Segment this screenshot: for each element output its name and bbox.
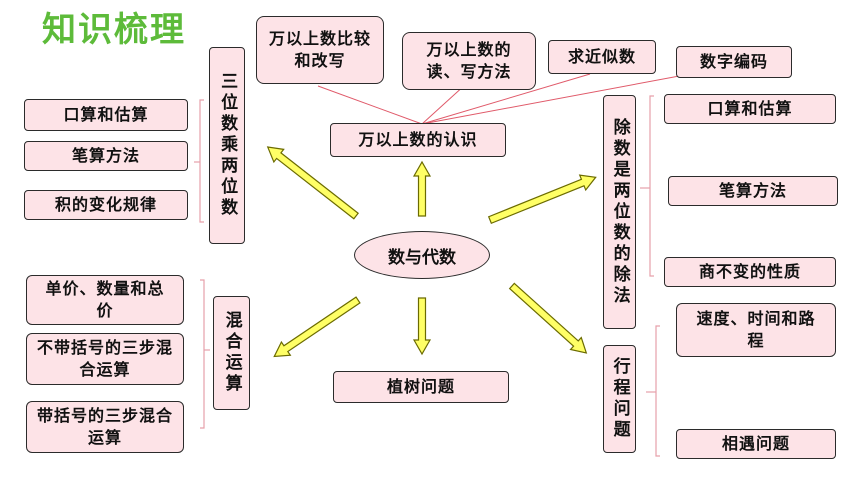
node-no-bracket-three-step: 不带括号的三步混合运算 <box>26 333 184 385</box>
arrow-downleft <box>273 296 361 358</box>
node-written-method-left: 笔算方法 <box>24 141 188 171</box>
node-two-digit-division-label: 除数是两位数的除法 <box>609 117 630 307</box>
node-approximation: 求近似数 <box>548 40 656 74</box>
arrow-upright <box>487 174 597 225</box>
node-tree-planting: 植树问题 <box>333 371 509 403</box>
bracket-left-bottom <box>200 279 205 429</box>
arrows <box>266 146 597 358</box>
arrow-downright <box>508 282 588 354</box>
node-mixed-operations-label: 混合运算 <box>221 311 242 395</box>
arrow-down <box>412 297 432 356</box>
node-travel-problems-label: 行程问题 <box>609 357 630 441</box>
brackets <box>194 95 660 457</box>
node-large-number-recognition: 万以上数的认识 <box>330 123 506 157</box>
top-connectors <box>317 73 691 125</box>
center-node: 数与代数 <box>354 231 490 279</box>
node-written-method-right: 笔算方法 <box>668 176 838 206</box>
node-meeting-problems: 相遇问题 <box>676 429 836 459</box>
node-three-by-two-multiplication: 三位数乘两位数 <box>209 47 245 244</box>
node-read-write: 万以上数的读、写方法 <box>402 32 536 90</box>
node-bracket-three-step: 带括号的三步混合运算 <box>26 401 184 453</box>
node-two-digit-division: 除数是两位数的除法 <box>603 95 636 329</box>
node-three-by-two-multiplication-label: 三位数乘两位数 <box>217 72 238 219</box>
node-product-rule: 积的变化规律 <box>24 190 188 220</box>
node-mental-estimation-right: 口算和估算 <box>664 94 836 124</box>
arrow-up <box>412 160 432 217</box>
node-mental-estimation-left: 口算和估算 <box>24 99 188 131</box>
bracket-right-bottom <box>655 325 660 457</box>
node-mixed-operations: 混合运算 <box>213 296 250 410</box>
bracket-right-top <box>649 95 654 277</box>
arrow-upleft <box>266 146 359 220</box>
node-travel-problems: 行程问题 <box>603 345 636 453</box>
node-price-quantity-total: 单价、数量和总价 <box>26 275 184 325</box>
node-quotient-invariance: 商不变的性质 <box>664 257 836 287</box>
node-speed-time-distance: 速度、时间和路程 <box>676 303 836 357</box>
bracket-left-top <box>199 99 204 223</box>
page-title: 知识梳理 <box>42 10 186 50</box>
node-number-coding: 数字编码 <box>676 46 792 78</box>
node-compare-rewrite: 万以上数比较和改写 <box>256 16 384 84</box>
